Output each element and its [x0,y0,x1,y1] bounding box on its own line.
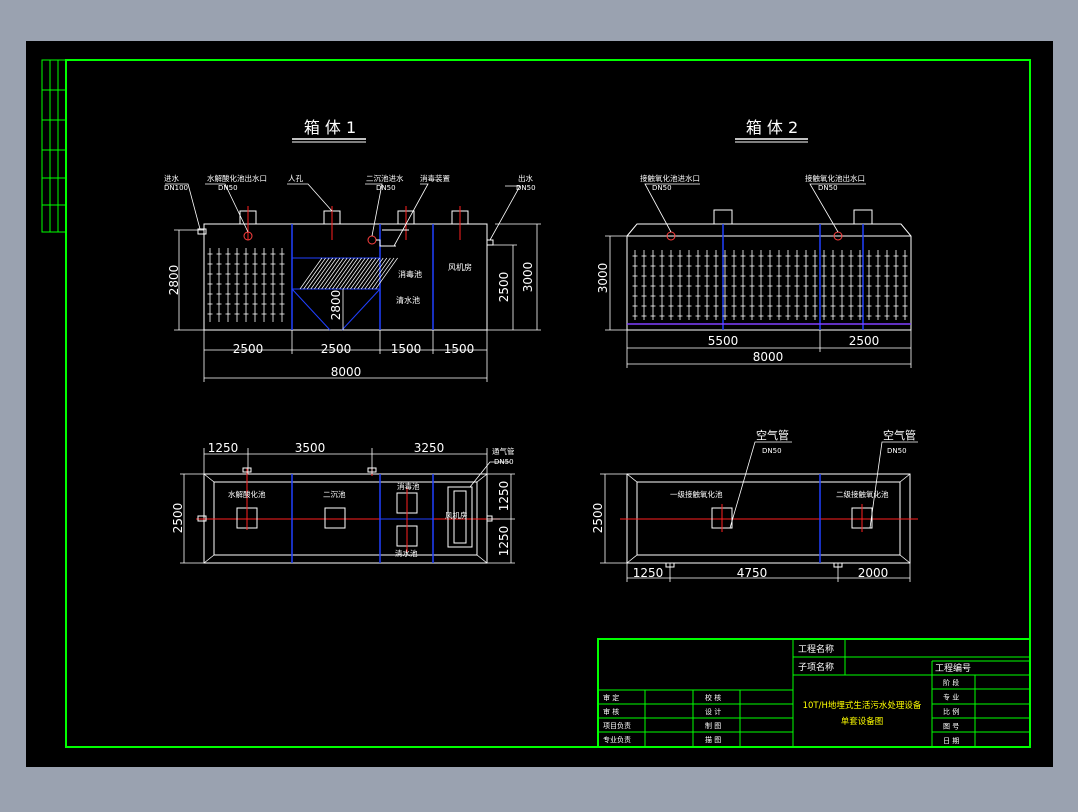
tb-mid-label: 校 核 [705,693,721,702]
dim-box2-h: 3000 [596,263,610,294]
box1-plan: 水解酸化池 二沉池 消毒池 清水池 风机房 通气管 DN50 1250 3500… [171,441,515,564]
plan-label-vent-dn: DN50 [494,458,514,466]
dim-h-right1: 2500 [497,272,511,303]
dim-box2-total: 8000 [753,350,784,364]
drawing-border [65,59,1031,748]
tb-mid-label: 设 计 [705,707,721,716]
dim-w1: 2500 [233,342,264,356]
plan-label-vent: 通气管 [492,446,515,456]
label-outlet: 出水 [518,173,533,183]
plan2-dim-w1: 1250 [633,566,664,580]
label-sec-in: 二沉池进水 [366,173,404,183]
plan2-label-air2: 空气管 [883,428,916,442]
plan-dim-w1: 1250 [208,441,239,455]
tb-right-label: 比 例 [943,707,959,716]
plan-dim-h1: 1250 [497,481,511,512]
tb-left-label: 项目负责 [603,721,631,730]
label-fan-room: 风机房 [448,262,472,272]
label-contact2-dn: DN50 [818,184,838,192]
plan2-label-contact2: 二级接触氧化池 [836,489,889,499]
plan-label-disinfect: 消毒池 [397,481,420,491]
plan-label-fan: 风机房 [445,510,468,520]
tb-right-label: 图 号 [943,723,959,731]
title-block: 工程名称 子项名称 工程编号 10T/H地埋式生活污水处理设备 单套设备图 审 … [597,638,1031,748]
tb-right-label: 日 期 [943,737,959,745]
plan2-label-air2-dn: DN50 [887,447,907,455]
plan-dim-h2: 1250 [497,526,511,557]
dim-h-left: 2800 [167,265,181,296]
plan2-label-air1: 空气管 [756,428,789,442]
title-box1: 箱 体 1 [304,118,356,137]
label-inlet: 进水 [164,173,179,183]
plan-dim-w3: 3250 [414,441,445,455]
title-box2: 箱 体 2 [746,118,798,137]
dim-w3: 1500 [391,342,422,356]
plan2-dim-w3: 2000 [858,566,889,580]
plan-label-second: 二沉池 [323,489,346,499]
tb-left-label: 审 定 [603,693,619,702]
dim-box2-w2: 2500 [849,334,880,348]
box2-elevation: 接触氧化池进水口 DN50 接触氧化池出水口 DN50 3000 5500 25… [596,173,912,368]
tb-mid-label: 制 图 [705,721,721,730]
label-hydro-out-dn: DN50 [218,184,238,192]
tb-right-label: 阶 段 [943,678,959,687]
tb-right-label: 专 业 [943,693,959,702]
tb-mid-label: 描 图 [705,735,721,744]
label-contact2-out: 接触氧化池出水口 [805,173,865,183]
tb-project-name: 工程名称 [798,643,834,655]
label-disinfect: 消毒装置 [420,173,450,183]
plan2-label-air1-dn: DN50 [762,447,782,455]
box1-elevation: 进水 DN100 水解酸化池出水口 DN50 人孔 二沉池进水 DN50 消毒装… [164,173,541,382]
tb-left-label: 专业负责 [603,735,631,744]
plan-dim-h: 2500 [171,503,185,534]
dim-w4: 1500 [444,342,475,356]
box2-plan: 空气管 DN50 空气管 DN50 一级接触氧化池 二级接触氧化池 2500 1… [591,428,918,582]
dim-box2-w1: 5500 [708,334,739,348]
tb-drawing-no: 工程编号 [935,662,971,674]
plan2-dim-h: 2500 [591,503,605,534]
label-contact1-dn: DN50 [652,184,672,192]
label-inlet-dn: DN100 [164,184,188,192]
plan2-label-contact1: 一级接触氧化池 [670,489,723,499]
plan-label-clean: 清水池 [395,548,418,558]
label-manhole: 人孔 [288,174,303,183]
tb-drawing-title: 10T/H地埋式生活污水处理设备 [803,700,922,711]
dim-total: 8000 [331,365,362,379]
dim-w2: 2500 [321,342,352,356]
plan-dim-w2: 3500 [295,441,326,455]
label-outlet-dn: DN50 [516,184,536,192]
tb-left-label: 审 核 [603,707,619,716]
label-hydro-out: 水解酸化池出水口 [207,173,267,183]
dim-h-mid: 2800 [329,290,343,321]
label-clean-pool: 清水池 [396,295,420,305]
tb-drawing-sub: 单套设备图 [841,716,884,727]
label-contact1-in: 接触氧化池进水口 [640,173,700,183]
plan-label-hydro: 水解酸化池 [228,489,266,499]
dim-h-right2: 3000 [521,262,535,293]
label-sec-in-dn: DN50 [376,184,396,192]
side-strip [41,59,67,233]
tb-sub-project: 子项名称 [798,661,834,673]
label-disinfect-pool: 消毒池 [398,269,422,279]
plan2-dim-w2: 4750 [737,566,768,580]
